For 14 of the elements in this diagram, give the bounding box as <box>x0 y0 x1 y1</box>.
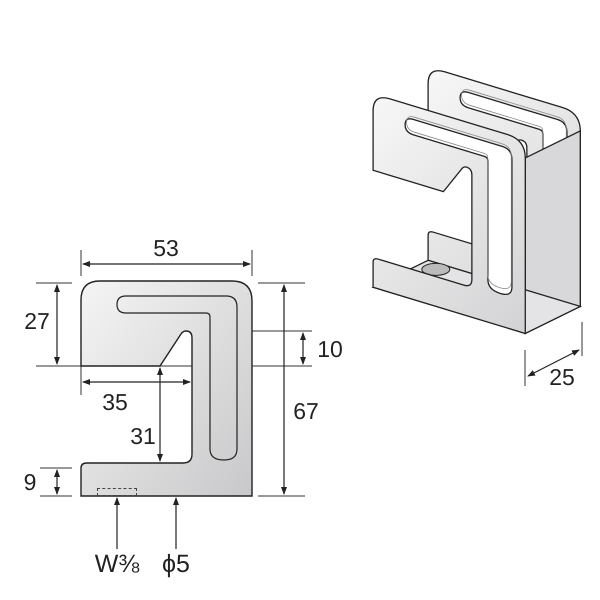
dimension-value: 53 <box>153 237 179 260</box>
threaded-hole-outline <box>97 488 137 496</box>
leader-line <box>114 497 120 549</box>
bracket-profile-drawing <box>81 281 252 496</box>
callout-text: ϕ5 <box>162 552 190 577</box>
dimension-value: 25 <box>549 366 575 389</box>
dimension-value: 10 <box>317 338 343 361</box>
dimension-value: 67 <box>293 400 319 423</box>
dimension-value: 9 <box>24 471 36 494</box>
callout-text: W⅜ <box>94 552 140 577</box>
dimension-value: 35 <box>102 391 128 414</box>
dimension-value: 27 <box>24 310 50 333</box>
leader-line <box>173 497 179 549</box>
dimension-value: 31 <box>130 425 156 448</box>
